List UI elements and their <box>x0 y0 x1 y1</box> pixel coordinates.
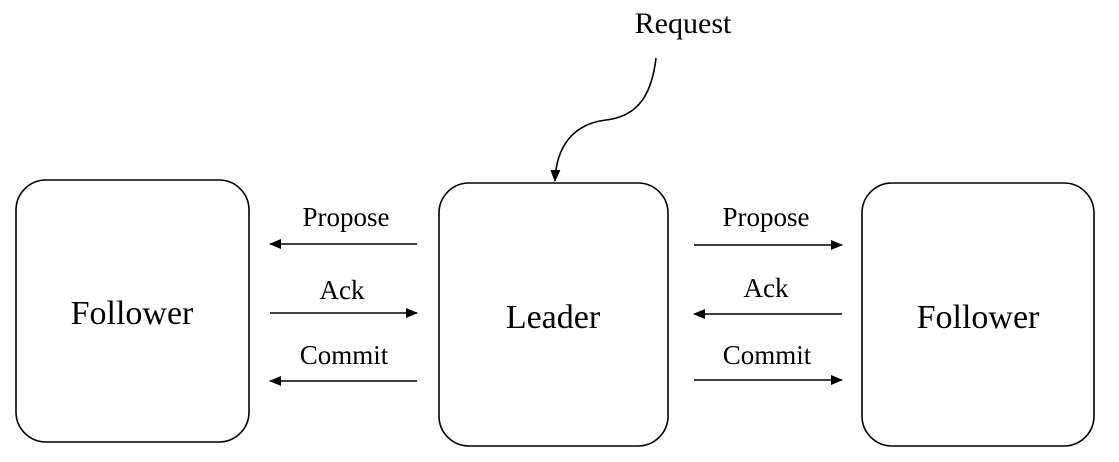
right-ack-label: Ack <box>744 273 789 303</box>
right-propose-label: Propose <box>723 202 810 232</box>
left-ack-label: Ack <box>320 275 365 305</box>
follower-left-node: Follower <box>15 179 250 443</box>
left-propose-label: Propose <box>303 202 390 232</box>
leader-label: Leader <box>506 299 601 336</box>
follower-right-node: Follower <box>861 182 1095 447</box>
request-label: Request <box>635 7 732 40</box>
request-arrow <box>550 57 657 182</box>
leader-node: Leader <box>438 182 669 447</box>
follower-left-label: Follower <box>71 295 194 332</box>
left-commit-label: Commit <box>300 340 389 370</box>
follower-right-label: Follower <box>917 299 1040 336</box>
right-commit-label: Commit <box>723 340 812 370</box>
